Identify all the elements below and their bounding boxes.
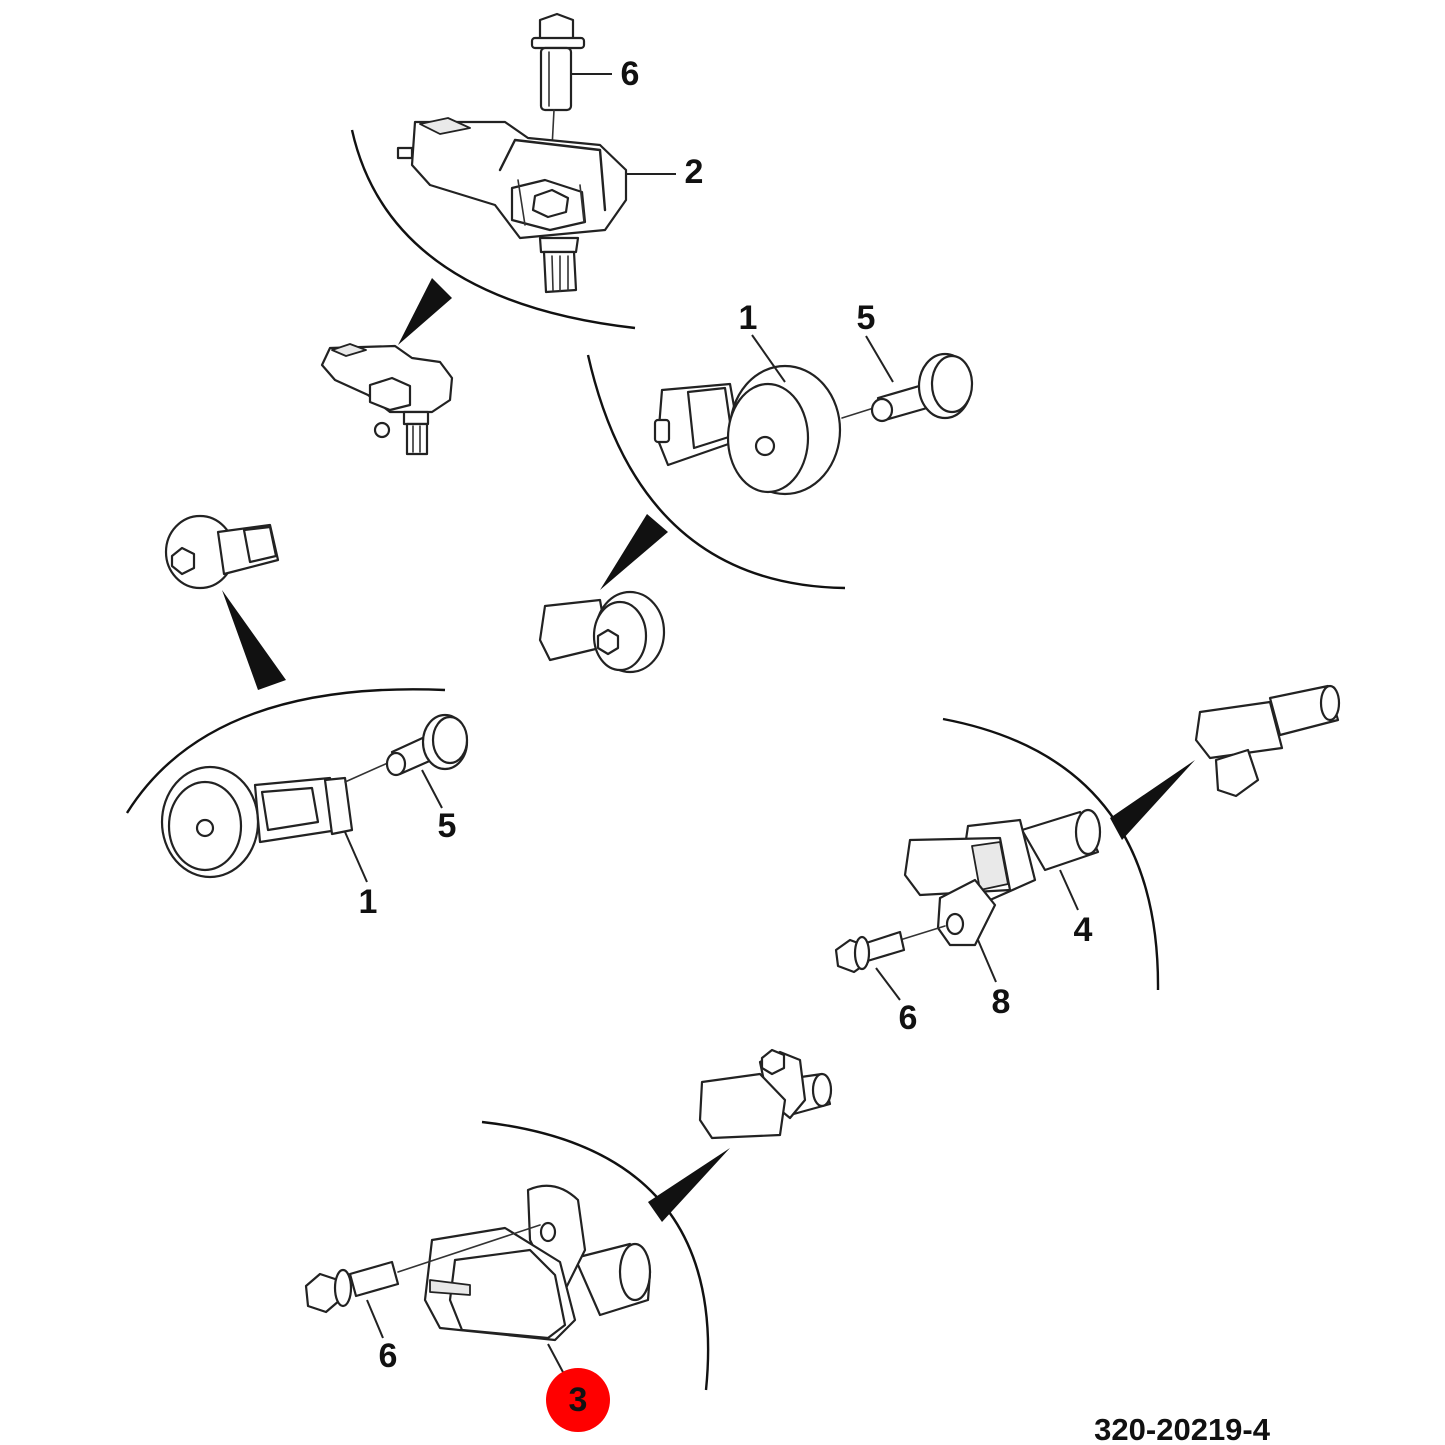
crank-sensor-thumbnail: [1194, 684, 1341, 798]
stud-icon: [385, 713, 469, 777]
figure-reference-number: 320-20219-4: [1094, 1412, 1271, 1445]
leader-bracket: [977, 939, 997, 983]
knock-sensor-right-group: 1 5: [538, 299, 974, 674]
knock-sensor-icon: [160, 765, 354, 879]
bolt-axis-bottom: [397, 1224, 541, 1273]
callout-bracket: 8: [992, 983, 1011, 1021]
leader-knock-right: [751, 334, 786, 383]
map-sensor-group: 6 2: [320, 12, 704, 456]
pointer-wedge-knock-left: [222, 590, 286, 690]
bolt-icon: [530, 12, 586, 112]
knock-sensor-left-group: 5 1: [125, 514, 469, 921]
pointer-wedge-knock-right: [600, 514, 668, 590]
detail-arc-crank: [942, 717, 1160, 991]
stud-icon: [870, 352, 974, 423]
bolt-axis-middle: [899, 925, 946, 941]
leader-knock-left: [344, 831, 368, 883]
detail-arc-knock-right: [586, 354, 846, 590]
bolt-icon: [834, 930, 906, 974]
callout-knock-right: 1: [739, 299, 758, 337]
callout-map-sensor: 2: [685, 153, 704, 191]
detail-arc-knock-left: [125, 688, 446, 814]
callout-stud-left: 5: [438, 807, 457, 845]
cam-sensor-group: 6 3: [304, 1048, 833, 1432]
leader-stud-left: [421, 769, 443, 809]
knock-sensor-thumbnail: [538, 590, 666, 674]
pointer-wedge-crank: [1110, 760, 1195, 840]
callout-cam-sensor: 3: [569, 1381, 588, 1419]
leader-crank-sensor: [1059, 869, 1079, 911]
callout-bolt-top: 6: [621, 55, 640, 93]
pointer-wedge-cam: [648, 1148, 730, 1222]
bolt-icon: [304, 1260, 400, 1314]
detail-arc-map: [350, 129, 636, 330]
callout-bolt-middle: 6: [899, 999, 918, 1037]
leader-bolt-middle: [875, 967, 901, 1001]
cam-sensor-icon: [423, 1184, 652, 1342]
leader-cam-sensor: [547, 1343, 565, 1375]
callout-crank-sensor: 4: [1074, 911, 1093, 949]
map-sensor-icon: [396, 117, 628, 294]
callout-knock-left: 1: [359, 883, 378, 921]
cam-sensor-thumbnail: [698, 1048, 833, 1140]
knock-sensor-thumbnail: [164, 514, 280, 590]
pointer-wedge-map: [398, 278, 452, 345]
stud-axis-left: [344, 761, 391, 783]
knock-sensor-icon: [653, 364, 842, 496]
callout-stud-right: 5: [857, 299, 876, 337]
callout-bolt-bottom: 6: [379, 1337, 398, 1375]
leader-stud-right: [865, 335, 894, 383]
crank-sensor-group: 4 6 8: [834, 684, 1341, 1037]
map-sensor-thumbnail: [320, 343, 454, 456]
highlight-marker: [546, 1368, 610, 1432]
leader-bolt-bottom: [366, 1299, 384, 1339]
crank-sensor-icon: [903, 808, 1102, 947]
